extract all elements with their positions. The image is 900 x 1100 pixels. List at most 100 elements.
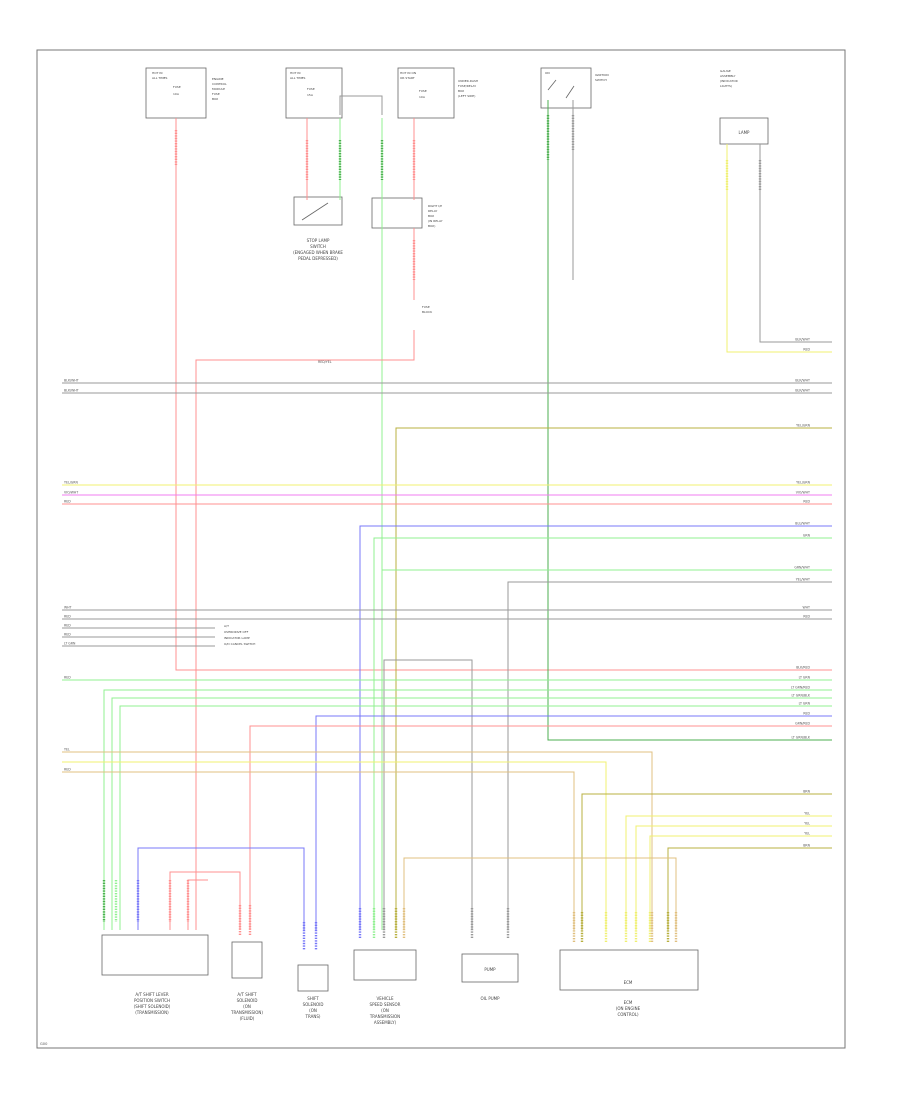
sensor-center: VEHICLE SPEED SENSOR (ON TRANSMISSION AS…	[353, 949, 417, 1025]
right-wire-label: LT GRN/BLK	[792, 736, 811, 740]
right-wire-label: BRN	[803, 790, 810, 794]
left-wire-label: YEL/GRN	[64, 481, 78, 485]
svg-text:(ON: (ON	[309, 1008, 317, 1013]
right-wire-label: LT GRN/BLK	[792, 694, 811, 698]
right-wire-label: BLK/WHT	[795, 379, 810, 383]
ignition-switch-unit: ON IGNITION SWITCH	[540, 67, 609, 109]
right-wire-label: YEL/GRN	[796, 481, 810, 485]
bus-green-6	[119, 705, 832, 930]
left-wire-label: BLK/WHT	[64, 389, 79, 393]
wire-yellow-lamp	[726, 144, 832, 353]
svg-text:RELAY: RELAY	[428, 209, 438, 213]
svg-text:FUSE: FUSE	[422, 305, 430, 309]
svg-text:ASSEMBLY): ASSEMBLY)	[374, 1020, 397, 1025]
top-right-lamp-unit: GAUGE ASSEMBLY (INDICATOR LIGHTS) LAMP	[719, 69, 769, 145]
solenoid-right: SHIFT SOLENOID (ON TRANS)	[297, 964, 329, 1019]
right-wire-label: LT GRN/RED	[791, 686, 811, 690]
svg-text:SOLENOID: SOLENOID	[303, 1002, 324, 1007]
svg-text:10A: 10A	[419, 95, 426, 99]
right-wire-label: YEL	[804, 812, 810, 816]
left-wire-labels: BLK/WHTBLK/WHTYEL/GRNVIO/WHTREDWHTREDRED…	[64, 379, 79, 772]
right-wire-label: YEL/GRN	[796, 424, 810, 428]
right-wire-label: GRN/WHT	[794, 566, 810, 570]
svg-text:GAUGE: GAUGE	[720, 69, 731, 73]
fuse-block-center: FUSE BLOCK	[422, 305, 433, 314]
svg-text:CONTROL): CONTROL)	[617, 1012, 639, 1017]
bus-yellow-2	[62, 761, 607, 930]
svg-text:O/D CANCEL SWITCH: O/D CANCEL SWITCH	[224, 642, 255, 646]
svg-text:SWITCH: SWITCH	[595, 78, 607, 82]
right-wire-label: RED	[803, 500, 810, 504]
svg-text:A/T SHIFT LEVER: A/T SHIFT LEVER	[135, 992, 168, 997]
left-wire-label: VIO/WHT	[64, 491, 78, 495]
svg-text:TRANS): TRANS)	[305, 1014, 321, 1019]
svg-text:(ENGAGED WHEN BRAKE: (ENGAGED WHEN BRAKE	[293, 250, 343, 255]
stop-lamp-switch: STOP LAMP SWITCH (ENGAGED WHEN BRAKE PED…	[293, 196, 343, 261]
svg-text:STOP LAMP: STOP LAMP	[307, 238, 330, 243]
svg-text:OVERDRIVE OFF: OVERDRIVE OFF	[224, 630, 249, 634]
svg-text:(TRANSMISSION): (TRANSMISSION)	[135, 1010, 169, 1015]
ecm-unit: ECM (ON ENGINE CONTROL) ECM	[559, 949, 699, 1017]
wire-red-main	[175, 118, 832, 671]
oil-pump: PUMP OIL PUMP	[461, 953, 519, 1001]
wire-red-bottom	[169, 871, 241, 930]
svg-text:SWITCH: SWITCH	[310, 244, 326, 249]
left-wire-label: RED	[64, 624, 71, 628]
left-wire-label: WHT	[64, 606, 72, 610]
right-wire-label: BRN	[803, 844, 810, 848]
svg-text:10A: 10A	[173, 92, 180, 96]
svg-text:SHIFT: SHIFT	[307, 996, 319, 1001]
bus-yellow-5	[649, 835, 832, 930]
left-wire-label: RED	[64, 768, 71, 772]
bus-gray-loop	[383, 659, 473, 930]
bottom-left-switch: A/T SHIFT LEVER POSITION SWITCH (SHIFT S…	[101, 934, 209, 1015]
svg-text:ASSEMBLY: ASSEMBLY	[720, 74, 736, 78]
svg-text:CONTROL: CONTROL	[212, 82, 227, 86]
svg-text:FUSE: FUSE	[212, 92, 220, 96]
wires	[62, 100, 832, 950]
right-wire-label: BLK/WHT	[795, 389, 810, 393]
svg-text:(ON: (ON	[243, 1004, 251, 1009]
right-wire-label: BLU/WHT	[795, 522, 810, 526]
svg-text:(ON: (ON	[381, 1008, 389, 1013]
svg-text:ENGINE: ENGINE	[212, 77, 224, 81]
left-wire-label: RED	[64, 615, 71, 619]
wire-gray-lamp	[759, 144, 832, 343]
bus-yellow-3	[625, 815, 832, 930]
svg-text:FUSE/RELAY: FUSE/RELAY	[458, 84, 476, 88]
svg-text:TRANSMISSION): TRANSMISSION)	[230, 1010, 263, 1015]
right-wire-label: GRN/RED	[795, 722, 810, 726]
svg-text:ECM: ECM	[624, 1000, 633, 1005]
svg-text:TRANSMISSION: TRANSMISSION	[369, 1014, 400, 1019]
svg-text:PEDAL DEPRESSED): PEDAL DEPRESSED)	[298, 256, 338, 261]
right-wire-label: RED	[803, 712, 810, 716]
right-wire-label: YEL	[804, 832, 810, 836]
wire-red-bottom-2	[187, 879, 208, 930]
svg-text:INDICATOR LAMP: INDICATOR LAMP	[224, 636, 250, 640]
left-wire-label: RED	[64, 676, 71, 680]
red-wire-label: RED/YEL	[318, 360, 332, 364]
bus-blue-2	[315, 715, 832, 930]
bus-gray-3	[507, 581, 832, 930]
svg-text:(SHIFT SOLENOID): (SHIFT SOLENOID)	[134, 1004, 171, 1009]
svg-text:UNDER-DASH: UNDER-DASH	[458, 79, 478, 83]
bus-green-4	[103, 689, 832, 930]
svg-text:ON: ON	[545, 71, 550, 75]
svg-text:BOX): BOX)	[428, 224, 435, 228]
left-wire-label: YEL	[64, 748, 70, 752]
relay-right: RIGHT I/P RELAY BOX (IN RELAY BOX)	[371, 197, 443, 229]
oil-pump-box-label: PUMP	[484, 967, 496, 972]
svg-text:HOT IN: HOT IN	[152, 71, 163, 75]
svg-text:MODULE: MODULE	[212, 87, 225, 91]
wire-red-down	[195, 330, 415, 930]
right-wire-label: RED	[803, 348, 810, 352]
bus-blue	[359, 525, 832, 930]
svg-text:FUSE: FUSE	[307, 87, 315, 91]
svg-text:FUSE: FUSE	[173, 85, 181, 89]
svg-text:A/T: A/T	[224, 624, 229, 628]
top-left-fuse-unit: HOT IN ALL TIMES FUSE 10A ENGINE CONTROL…	[145, 67, 227, 119]
svg-text:VEHICLE: VEHICLE	[377, 996, 394, 1001]
wire-blue-bottom	[137, 847, 305, 930]
svg-text:HOT IN: HOT IN	[290, 71, 301, 75]
